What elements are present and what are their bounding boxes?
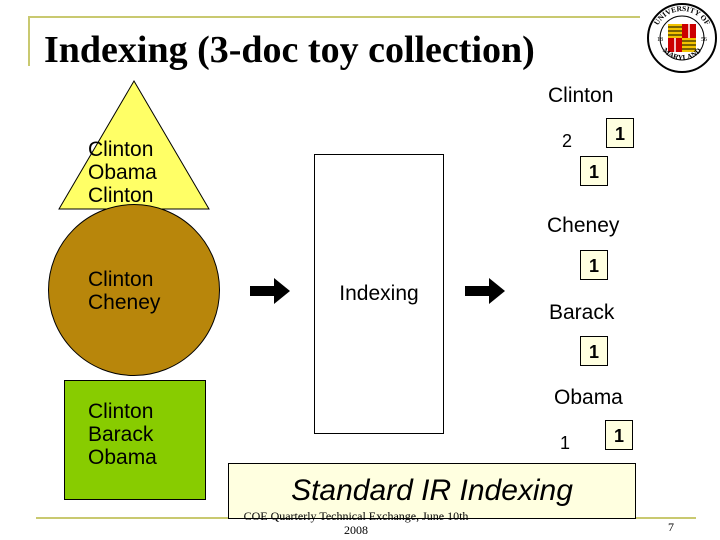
count-obama-doc3: 1: [605, 420, 633, 450]
document-2-circle: [48, 204, 220, 376]
term-obama: Obama: [554, 386, 623, 409]
footer-line-1: COE Quarterly Technical Exchange, June 1…: [243, 509, 469, 523]
footer: COE Quarterly Technical Exchange, June 1…: [236, 509, 476, 537]
term-barack: Barack: [549, 301, 615, 324]
count-clinton-doc2: 1: [606, 118, 634, 148]
arrow-right-icon: [250, 278, 290, 304]
count-obama-doc1: 1: [559, 433, 570, 453]
count-clinton-doc3: 1: [580, 156, 608, 186]
count-cheney: 1: [580, 250, 608, 280]
document-1-line-1: Clinton: [88, 138, 154, 161]
document-2-text: Clinton Cheney: [88, 268, 160, 314]
term-clinton: Clinton: [548, 84, 614, 107]
document-1-line-2: Obama: [88, 161, 157, 184]
document-1-text: Clinton Obama Clinton: [88, 138, 157, 207]
arrow-right-icon: [465, 278, 505, 304]
document-3-text: Clinton Barack Obama: [88, 400, 157, 469]
caption-box: Standard IR Indexing: [228, 463, 636, 519]
count-barack: 1: [580, 336, 608, 366]
document-3-line-3: Obama: [88, 446, 157, 469]
indexing-box: [314, 154, 444, 434]
university-seal-logo: UNIVERSITY OF MARYLAND 18 56: [647, 3, 717, 73]
count-clinton-doc1: 2: [561, 131, 572, 151]
svg-text:18: 18: [657, 37, 663, 43]
indexing-label: Indexing: [339, 282, 419, 305]
document-1-line-3: Clinton: [88, 184, 154, 207]
document-2-line-2: Cheney: [88, 291, 161, 314]
frame-left-line: [28, 16, 30, 66]
svg-text:56: 56: [701, 37, 707, 43]
page-number: 7: [668, 520, 674, 534]
document-2-line-1: Clinton: [88, 268, 154, 291]
term-cheney: Cheney: [547, 214, 620, 237]
document-3-rectangle: [64, 380, 206, 500]
footer-line-2: 2008: [344, 523, 368, 537]
document-3-line-1: Clinton: [88, 400, 154, 423]
frame-top-line: [28, 16, 640, 18]
caption-text: Standard IR Indexing: [291, 474, 573, 507]
document-3-line-2: Barack: [88, 423, 154, 446]
slide-title: Indexing (3-doc toy collection): [44, 29, 535, 71]
